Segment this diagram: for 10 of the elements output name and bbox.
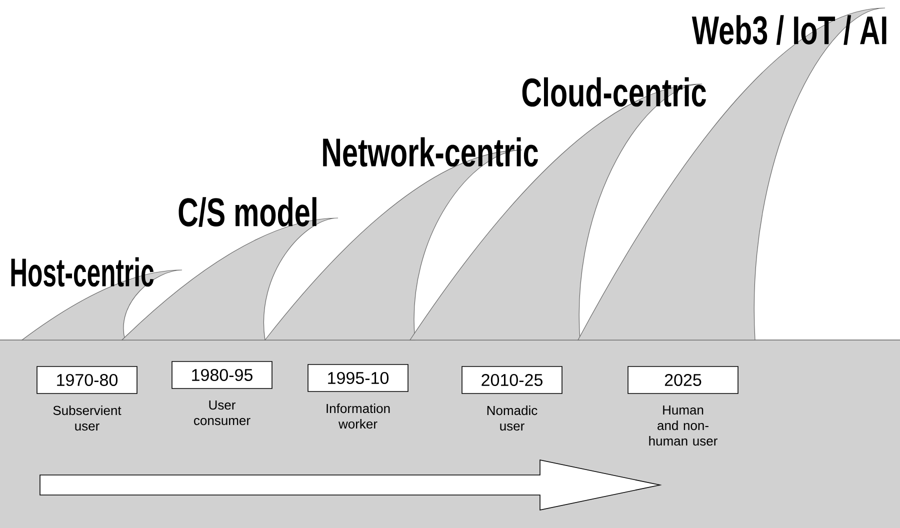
year-box: 2010-25 xyxy=(462,366,562,394)
node-label: User consumer xyxy=(194,400,250,426)
node-label: Information worker xyxy=(326,404,390,429)
year-box: 2025 xyxy=(628,366,738,394)
year-box: 1980-95 xyxy=(172,361,272,389)
node-label: Subservient user xyxy=(53,406,122,431)
year-box: 1970-80 xyxy=(36,366,138,394)
year-box: 1995-10 xyxy=(308,364,408,392)
node-label: Nomadic user xyxy=(487,406,538,431)
node-label: Human and non-human user xyxy=(649,406,718,446)
